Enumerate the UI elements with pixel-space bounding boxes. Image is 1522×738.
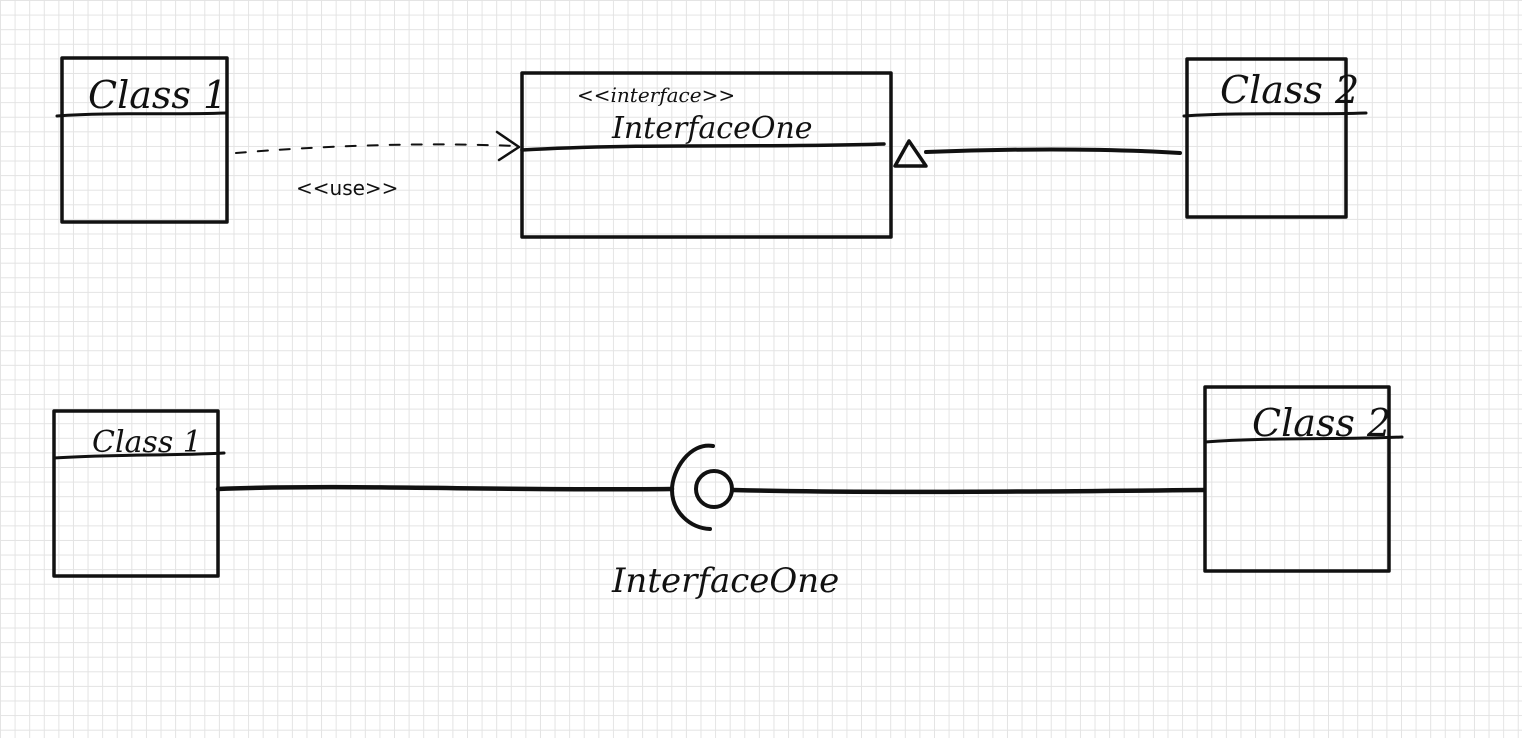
interface-name: InterfaceOne: [611, 111, 813, 146]
top-class1-outline: [60, 56, 229, 224]
top-class2-divider: [1182, 111, 1368, 118]
top-class1-box: Class 1: [55, 56, 229, 224]
bottom-class1-divider: [52, 451, 226, 460]
bottom-class2-divider: [1203, 435, 1404, 444]
required-interface-line: [215, 484, 675, 492]
top-class2-name: Class 2: [1220, 68, 1359, 112]
dependency-arrowhead: [495, 130, 521, 162]
interface-outline: [520, 71, 893, 239]
bottom-class2-outline: [1203, 385, 1391, 573]
top-class2-outline: [1185, 57, 1348, 219]
dependency-line: [235, 143, 516, 154]
bottom-class2-box: Class 2: [1203, 385, 1404, 573]
lollipop-label: InterfaceOne: [611, 561, 839, 601]
realization-line: [924, 147, 1182, 155]
provided-interface-line: [730, 487, 1207, 495]
top-dependency: <<use>>: [235, 130, 521, 200]
top-realization: [893, 139, 1182, 168]
bottom-class1-outline: [52, 409, 220, 578]
interface-stereotype: <<interface>>: [577, 83, 735, 107]
ball-icon: [694, 469, 734, 509]
bottom-class2-name: Class 2: [1252, 401, 1391, 445]
dependency-label: <<use>>: [296, 176, 398, 200]
socket-icon: [670, 443, 715, 531]
bottom-class1-name: Class 1: [92, 425, 202, 460]
top-class2-box: Class 2: [1182, 57, 1368, 219]
interface-divider: [520, 142, 886, 152]
top-interface-box: <<interface>> InterfaceOne: [520, 71, 893, 239]
top-class1-divider: [55, 111, 228, 118]
top-class1-name: Class 1: [88, 73, 227, 117]
realization-triangle: [893, 139, 928, 168]
bottom-class1-box: Class 1: [52, 409, 226, 578]
